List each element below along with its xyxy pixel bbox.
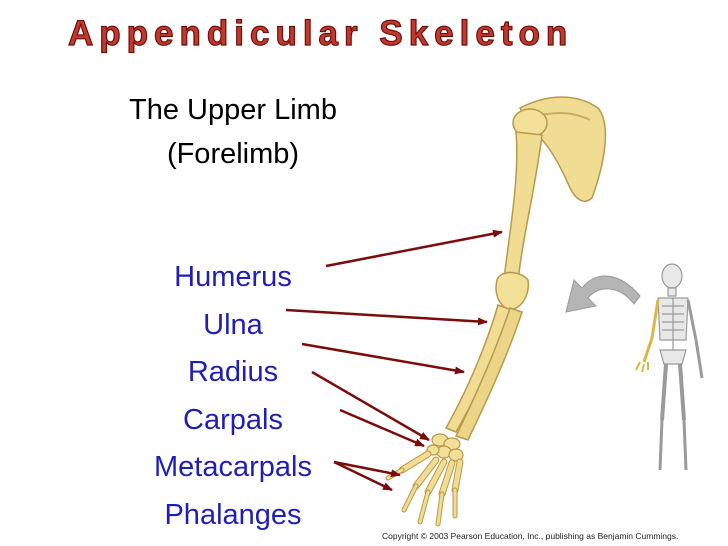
carpals-shape	[427, 434, 463, 461]
carpals-arrow	[312, 372, 429, 440]
metacarpals-arrow-1	[340, 410, 424, 446]
phalanges-arrow	[334, 462, 392, 490]
ulna-arrow	[286, 310, 487, 322]
radius-arrow	[302, 344, 464, 372]
skeleton-highlighted-arm	[636, 300, 658, 372]
pointer-arrow	[566, 276, 640, 312]
humerus-shape	[504, 132, 542, 282]
humerus-arrow	[326, 232, 502, 266]
elbow-shape	[496, 273, 528, 311]
copyright-notice: Copyright © 2003 Pearson Education, Inc.…	[382, 531, 678, 541]
skeleton-figure	[658, 264, 702, 470]
leader-arrows	[286, 232, 502, 490]
radius-shape	[456, 308, 522, 440]
metacarpals-arrow-2	[334, 462, 400, 475]
